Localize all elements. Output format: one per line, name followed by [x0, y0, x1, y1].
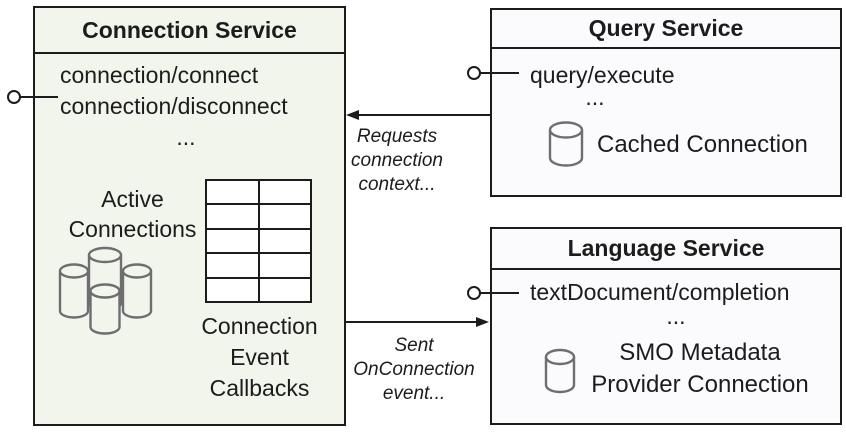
ellipsis-text: ...	[176, 124, 196, 150]
callbacks-table-cell	[259, 254, 310, 277]
callbacks-table-cell	[259, 181, 310, 204]
callbacks-table	[205, 179, 312, 303]
requests-connection-context-label: Requests connection context...	[351, 126, 443, 195]
sent-onconnection-event-label: Sent OnConnection event...	[353, 335, 475, 404]
callbacks-table-cell	[259, 278, 310, 301]
requests-arrow-icon	[346, 110, 490, 120]
callbacks-table-cell	[207, 181, 258, 204]
sent-event-arrow-icon	[346, 317, 489, 327]
ellipsis-text: ...	[585, 84, 605, 110]
connection-methods: connection/connect connection/disconnect…	[60, 60, 312, 153]
query-service-title: Query Service	[492, 10, 840, 49]
callbacks-table-cell	[207, 278, 258, 301]
callbacks-table-cell	[259, 205, 310, 228]
connection-service-title: Connection Service	[35, 8, 344, 54]
callbacks-table-cell	[207, 205, 258, 228]
cached-connection-label: Cached Connection	[597, 131, 808, 158]
method-query-execute: query/execute	[530, 62, 675, 88]
callbacks-table-cell	[207, 229, 258, 253]
method-textdocument-completion: textDocument/completion	[530, 279, 790, 305]
language-service-title: Language Service	[492, 229, 840, 270]
active-connections-label: Active Connections	[68, 186, 197, 242]
query-service-box: Query Service query/execute ... Cached C…	[490, 8, 842, 197]
language-service-box: Language Service textDocument/completion…	[490, 227, 842, 425]
method-connection-connect: connection/connect	[60, 62, 259, 88]
callbacks-table-cell	[259, 229, 310, 253]
connection-event-callbacks-label: Connection Event Callbacks	[201, 313, 318, 401]
method-connection-disconnect: connection/disconnect	[60, 93, 288, 119]
smo-provider-connection-label: SMO Metadata Provider Connection	[591, 339, 809, 398]
ellipsis-text: ...	[666, 303, 686, 329]
connection-service-box: Connection Service connection/connect co…	[33, 6, 346, 426]
callbacks-table-cell	[207, 254, 258, 277]
